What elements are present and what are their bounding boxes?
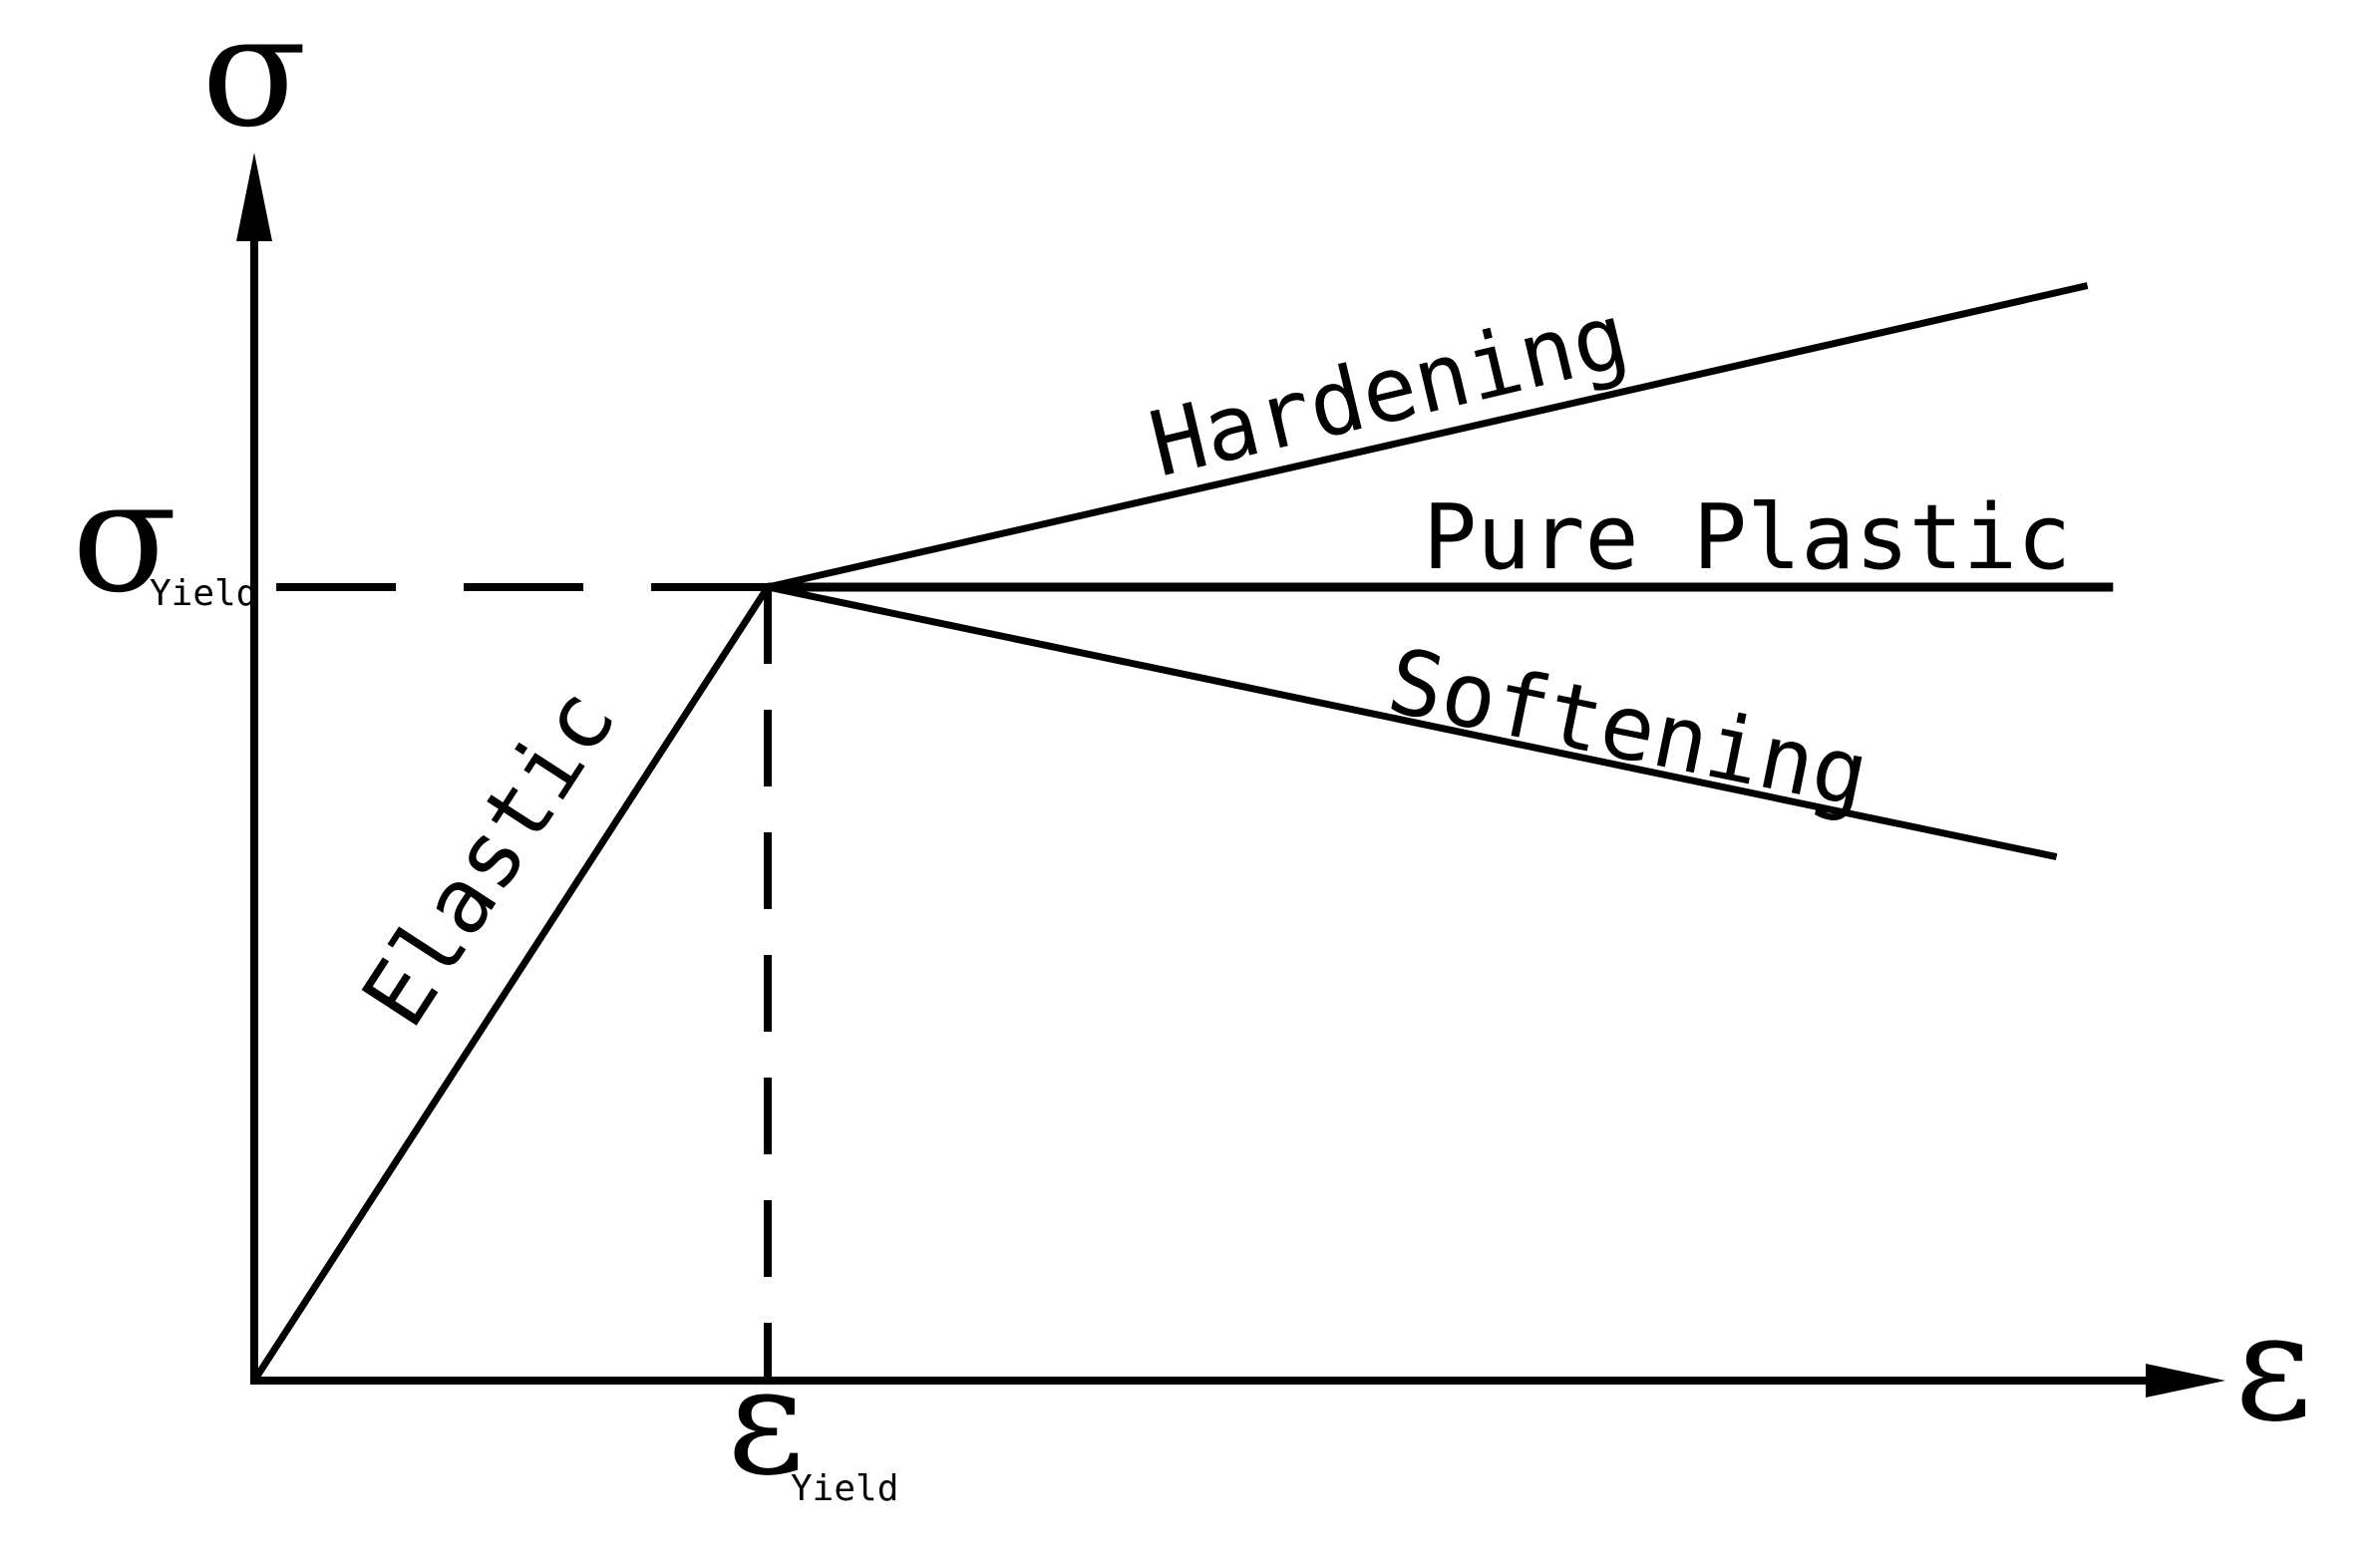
sigma-yield-symbol: σ — [72, 447, 177, 627]
epsilon-yield-symbol: ε — [727, 1335, 805, 1508]
epsilon-yield-label: ε Yield — [727, 1335, 898, 1509]
hardening-line — [767, 282, 2089, 591]
softening-line — [767, 583, 2058, 861]
x-axis-arrowhead-icon — [2146, 1364, 2225, 1398]
sigma-yield-subscript: Yield — [150, 573, 257, 614]
hardening-label: Hardening — [1141, 283, 1638, 497]
softening-label: Softening — [1380, 629, 1877, 828]
epsilon-yield-subscript: Yield — [791, 1468, 898, 1509]
elastic-line — [251, 585, 771, 1383]
x-axis-symbol: ε — [2234, 1281, 2312, 1454]
sigma-yield-label: σ Yield — [72, 447, 257, 627]
y-axis-symbol: σ — [201, 0, 307, 161]
y-axis-arrowhead-icon — [236, 153, 272, 241]
pure-plastic-label: Pure Plastic — [1423, 485, 2071, 590]
